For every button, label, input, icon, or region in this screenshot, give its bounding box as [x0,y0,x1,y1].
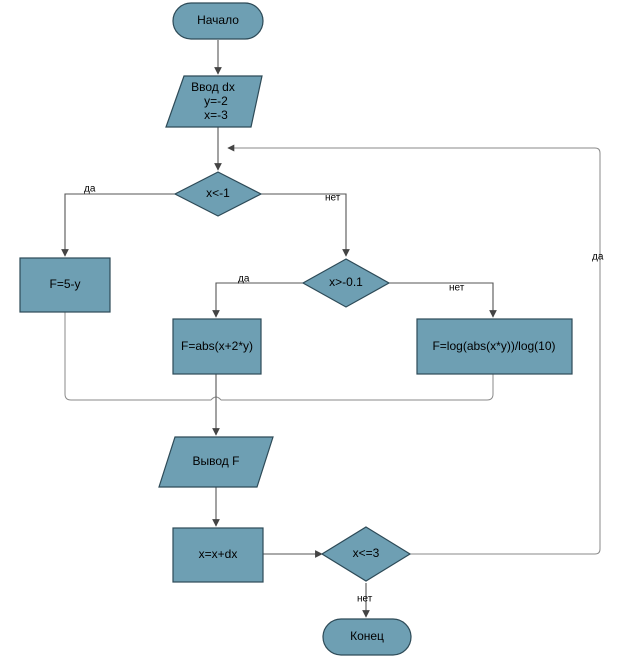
edge-cond2-yes [212,282,303,318]
label-cond3-yes: да [592,252,604,263]
process-f3-node: F=log(abs(x*y))/log(10) [416,318,573,375]
edge-labels: да нет да нет да нет [84,184,604,605]
process-f1-node: F=5-y [19,257,111,313]
condition-1-node: x<-1 [173,171,263,217]
label-cond1-no: нет [325,193,341,204]
input-label-line1: Ввод dx [191,80,235,94]
process-f3-label: F=log(abs(x*y))/log(10) [432,339,555,353]
start-node: Начало [172,2,264,40]
process-increment-label: x=x+dx [199,547,238,561]
input-label-line2: y=-2 [204,94,228,108]
label-cond1-yes: да [84,184,96,195]
output-label: Вывод F [193,454,240,468]
output-node: Вывод F [158,436,274,488]
edge-f1-merge [64,312,211,401]
condition-3-label: x<=3 [353,546,380,560]
edge-f3-merge [221,373,494,401]
label-cond2-yes: да [238,274,250,285]
condition-1-label: x<-1 [206,186,230,200]
label-cond3-no: нет [357,594,373,605]
label-cond2-no: нет [449,283,465,294]
condition-2-node: x>-0.1 [301,258,391,308]
process-f2-node: F=abs(x+2*y) [172,318,262,375]
edge-cond1-no [261,193,350,257]
edge-cond1-yes [61,193,175,257]
end-node: Конец [322,618,412,656]
edges [61,40,601,618]
condition-3-node: x<=3 [320,526,412,582]
end-label: Конец [350,629,384,643]
input-node: Ввод dx y=-2 x=-3 [165,75,263,128]
condition-2-label: x>-0.1 [329,275,363,289]
input-label-line3: x=-3 [204,108,228,122]
process-f1-label: F=5-y [49,277,80,291]
start-label: Начало [197,13,239,27]
process-f2-label: F=abs(x+2*y) [181,339,253,353]
process-increment-node: x=x+dx [172,527,264,583]
edge-cond2-no [389,282,497,318]
edge-cond3-yes-loop [227,144,601,555]
